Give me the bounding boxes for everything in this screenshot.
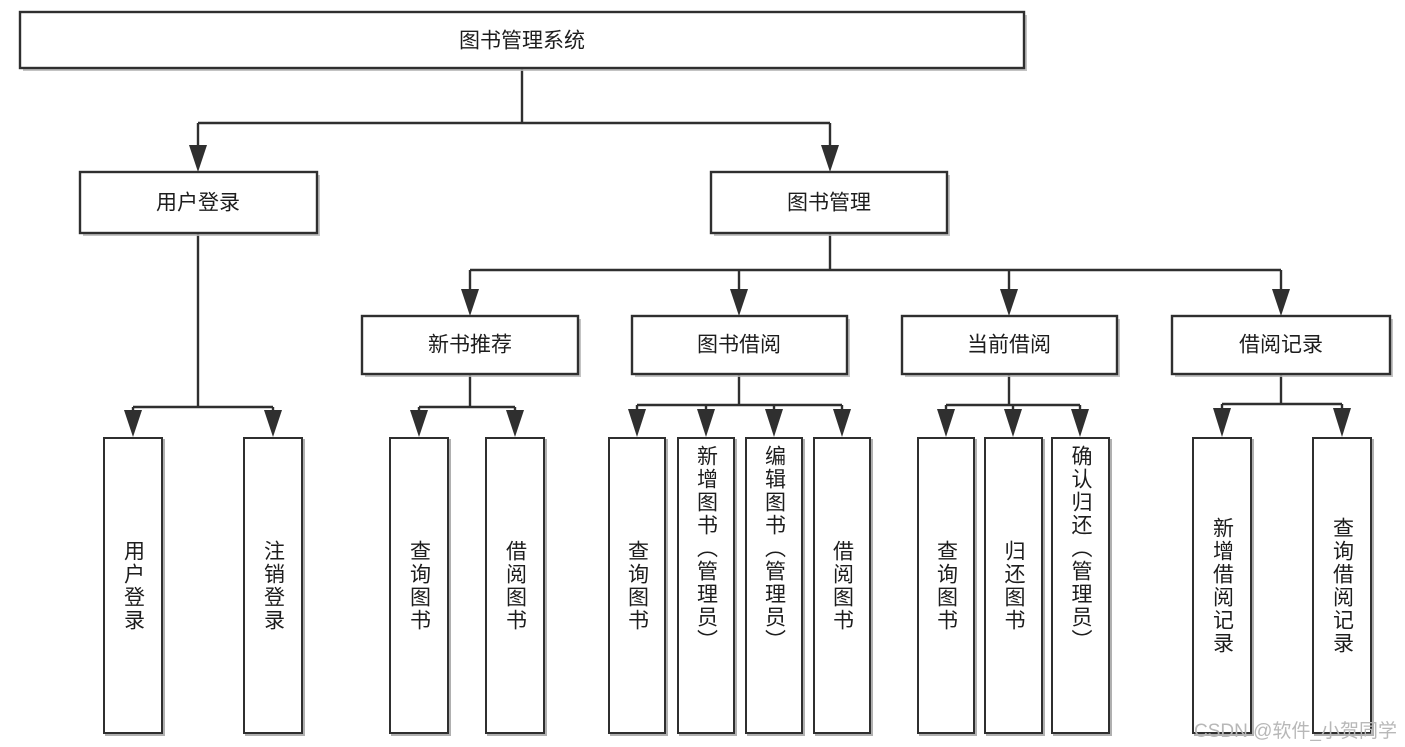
- node-new-book-rec[interactable]: 新书推荐: [360, 314, 581, 377]
- arrow-head-leaf-query-book-1: [410, 410, 428, 437]
- node-leaf-query-book-3[interactable]: 查询图书: [917, 437, 975, 734]
- node-title-rect: [18, 10, 1026, 70]
- arrow-head-leaf-query-record: [1333, 408, 1351, 437]
- node-leaf-user-login-label: 用户登录: [121, 539, 145, 632]
- connector-group-book-manage: [461, 233, 1290, 316]
- arrow-head-book-borrow: [730, 289, 748, 316]
- connector-group-root: [189, 68, 839, 172]
- node-leaf-query-book-2-label: 查询图书: [625, 539, 649, 632]
- arrow-head-borrow-record: [1272, 289, 1290, 316]
- connector-group-new-book-rec: [410, 374, 524, 437]
- node-leaf-query-record[interactable]: 查询借阅记录: [1312, 437, 1372, 734]
- node-leaf-user-login[interactable]: 用户登录: [103, 437, 163, 734]
- node-borrow-record[interactable]: 借阅记录: [1170, 314, 1393, 377]
- node-leaf-add-book-label: 新增图书（管理员）: [694, 445, 718, 652]
- node-new-book-rec-label: 新书推荐: [428, 334, 512, 357]
- arrow-head-new-book-rec: [461, 289, 479, 316]
- node-leaf-confirm-return[interactable]: 确认归还（管理员）: [1051, 437, 1110, 734]
- node-book-manage-rect: [709, 170, 949, 235]
- connector-group-borrow-record: [1213, 374, 1351, 437]
- node-leaf-borrow-book-1-label: 借阅图书: [503, 539, 527, 632]
- node-borrow-record-label: 借阅记录: [1239, 334, 1323, 357]
- arrow-head-leaf-logout: [264, 410, 282, 437]
- arrow-head-leaf-borrow-book-1: [506, 410, 524, 437]
- arrow-head-leaf-add-book: [697, 409, 715, 437]
- arrow-head-leaf-borrow-book-2: [833, 409, 851, 437]
- arrow-head-leaf-confirm-return: [1071, 409, 1089, 437]
- node-leaf-query-book-2[interactable]: 查询图书: [608, 437, 666, 734]
- node-leaf-return-book[interactable]: 归还图书: [984, 437, 1043, 734]
- node-book-manage[interactable]: 图书管理: [709, 170, 950, 236]
- connector-group-user-login: [124, 233, 282, 437]
- arrow-head-book-manage: [821, 145, 839, 172]
- node-book-borrow[interactable]: 图书借阅: [630, 314, 850, 377]
- node-borrow-record-rect: [1170, 314, 1392, 376]
- node-leaf-query-record-label: 查询借阅记录: [1330, 516, 1354, 655]
- arrow-head-current-borrow: [1000, 289, 1018, 316]
- node-new-book-rec-rect: [360, 314, 580, 376]
- arrow-head-leaf-user-login: [124, 410, 142, 437]
- arrow-head-leaf-add-record: [1213, 408, 1231, 437]
- node-leaf-logout[interactable]: 注销登录: [243, 437, 303, 734]
- node-current-borrow[interactable]: 当前借阅: [900, 314, 1120, 377]
- node-title[interactable]: 图书管理系统: [18, 10, 1027, 71]
- node-book-manage-label: 图书管理: [787, 192, 871, 215]
- arrow-head-leaf-query-book-3: [937, 409, 955, 437]
- node-leaf-add-record[interactable]: 新增借阅记录: [1192, 437, 1252, 734]
- node-leaf-borrow-book-2[interactable]: 借阅图书: [813, 437, 871, 734]
- node-leaf-edit-book-label: 编辑图书（管理员）: [762, 445, 786, 652]
- node-user-login-rect: [78, 170, 319, 235]
- arrow-head-leaf-query-book-2: [628, 409, 646, 437]
- node-leaf-query-book-1[interactable]: 查询图书: [389, 437, 449, 734]
- connector-group-book-borrow: [628, 374, 851, 437]
- node-leaf-borrow-book-2-label: 借阅图书: [830, 539, 854, 632]
- node-user-login[interactable]: 用户登录: [78, 170, 320, 236]
- node-book-borrow-label: 图书借阅: [697, 334, 781, 357]
- node-leaf-add-book[interactable]: 新增图书（管理员）: [677, 437, 735, 734]
- node-user-login-label: 用户登录: [156, 192, 240, 215]
- node-leaf-query-book-3-label: 查询图书: [934, 539, 958, 632]
- node-book-borrow-rect: [630, 314, 849, 376]
- node-current-borrow-label: 当前借阅: [967, 334, 1051, 357]
- node-current-borrow-rect: [900, 314, 1119, 376]
- node-leaf-edit-book[interactable]: 编辑图书（管理员）: [745, 437, 803, 734]
- node-leaf-logout-label: 注销登录: [261, 539, 285, 632]
- node-leaf-confirm-return-label: 确认归还（管理员）: [1069, 445, 1092, 652]
- arrow-head-leaf-edit-book: [765, 409, 783, 437]
- connector-group-current-borrow: [937, 374, 1089, 437]
- arrow-head-user-login: [189, 145, 207, 172]
- arrow-head-leaf-return-book: [1004, 409, 1022, 437]
- node-leaf-return-book-label: 归还图书: [1002, 539, 1025, 632]
- node-title-label: 图书管理系统: [459, 30, 585, 53]
- node-leaf-borrow-book-1[interactable]: 借阅图书: [485, 437, 545, 734]
- node-leaf-query-book-1-label: 查询图书: [407, 539, 431, 632]
- node-leaf-add-record-label: 新增借阅记录: [1210, 516, 1234, 655]
